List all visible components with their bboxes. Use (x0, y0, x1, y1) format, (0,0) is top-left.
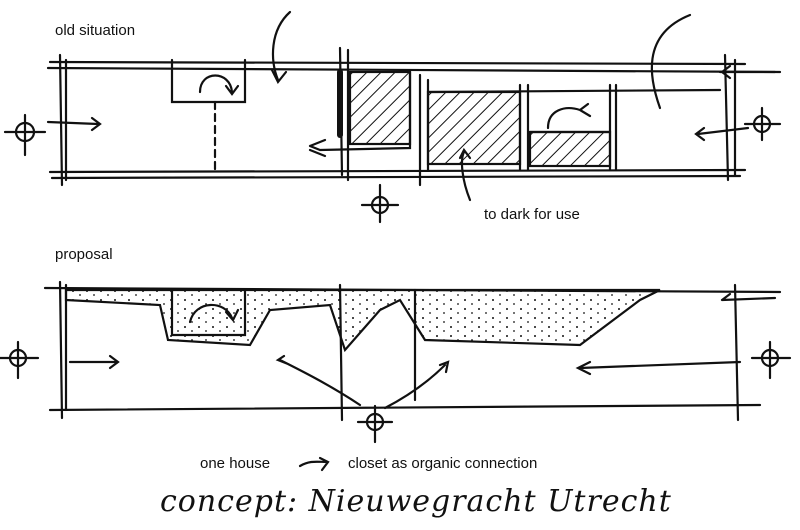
label-too-dark: to dark for use (484, 206, 580, 223)
old-situation-plan (3, 10, 782, 224)
label-closet: closet as organic connection (348, 455, 538, 472)
label-one-house: one house (200, 455, 271, 472)
arrow-icon (298, 456, 330, 472)
label-proposal: proposal (55, 246, 113, 263)
label-old-situation: old situation (55, 22, 136, 39)
proposal-plan (0, 280, 792, 444)
handwritten-title: concept: Nieuwegracht Utrecht (160, 484, 672, 519)
